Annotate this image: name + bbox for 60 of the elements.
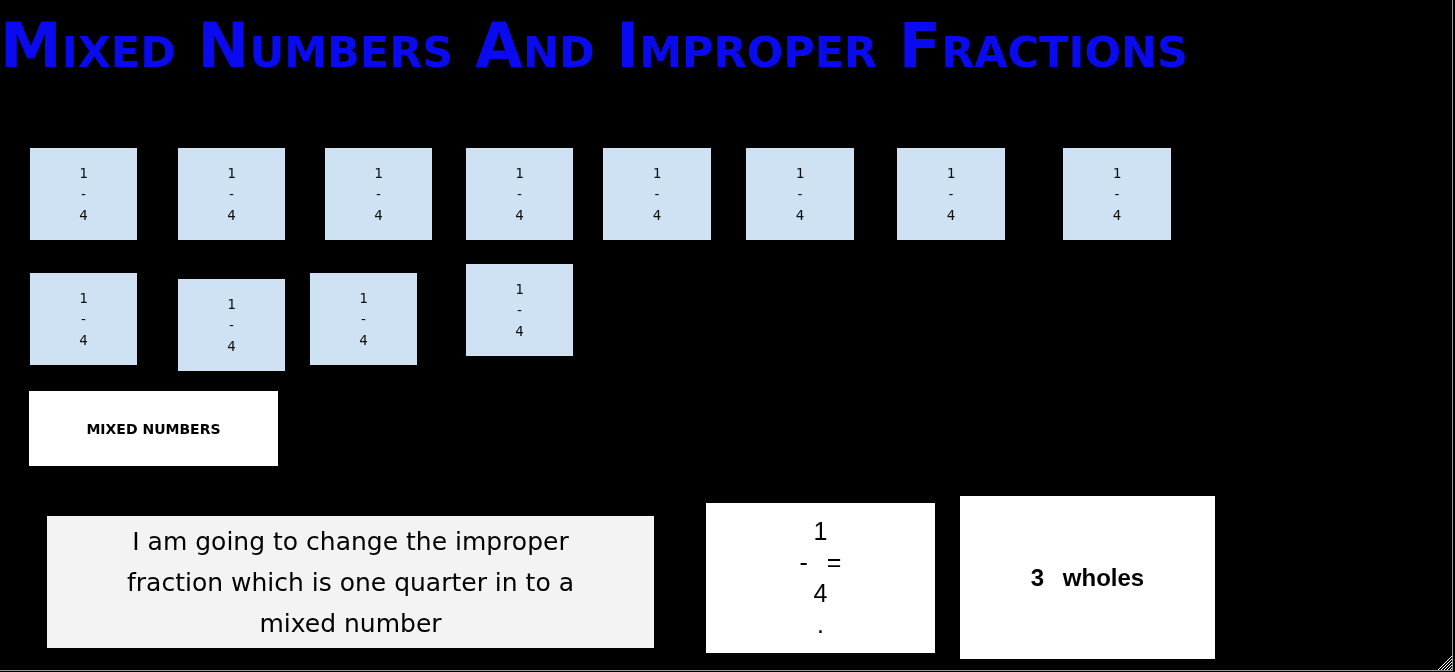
denominator-text: 4 [515,321,524,341]
fraction-dash-text: - [227,315,236,335]
fraction-tile [746,148,854,240]
denominator-text: 4 [359,330,368,350]
goal-sentence: I am going to change the improper fraction which is one quarter in to a mixed number [126,525,575,640]
numerator-text: 1 [79,288,88,308]
fraction-tile [1063,148,1171,240]
fraction-tile [897,148,1005,240]
denominator-text: 4 [79,205,88,225]
fraction-dash-text: - [374,184,383,204]
denominator-text: 4 [227,336,236,356]
denominator-text: 4 [79,330,88,350]
fraction-tile [30,148,137,240]
fraction-tile [178,148,285,240]
sentence-card [47,516,654,648]
fraction-dash-text: - [79,184,88,204]
numerator-text: 1 [227,163,236,183]
fraction-tile [466,264,573,356]
numerator-text: 1 [359,288,368,308]
fraction-tile [178,279,285,371]
fraction-tile [466,148,573,240]
fraction-tile [325,148,432,240]
fraction-dash-text: - [515,300,524,320]
numerator-text: 1 [515,163,524,183]
numerator-text: 1 [374,163,383,183]
denominator-text: 4 [515,205,524,225]
heading-card [29,391,278,466]
fraction-dash-text: - [227,184,236,204]
fraction-tile [30,273,137,365]
numerator-text: 1 [227,294,236,314]
fraction-tile [603,148,711,240]
numerator-text: 1 [79,163,88,183]
denominator-text: 4 [795,205,805,225]
answer-card [960,496,1215,659]
heading-text: MIXED NUMBERS [86,420,221,437]
fraction-dash-text: - [1112,184,1122,204]
numerator-text: 1 [515,279,524,299]
fraction-dash-text: - [652,184,662,204]
numerator-text: 1 [652,163,662,183]
equation-card [706,503,935,653]
period-text: . [817,609,824,640]
denominator-text: 4 [813,578,828,609]
denominator-text: 4 [227,205,236,225]
denominator-text: 4 [652,205,662,225]
denominator-text: 4 [374,205,383,225]
page-title: Mixed Numbers And Improper Fractions [0,8,1188,84]
numerator-text: 1 [813,516,828,547]
denominator-text: 4 [1112,205,1122,225]
fraction-dash-text: - [79,309,88,329]
fraction-dash-text: - [359,309,368,329]
fraction-dash-text: - [515,184,524,204]
numerator-text: 1 [1112,163,1122,183]
fraction-dash-text: - [795,184,805,204]
numerator-text: 1 [946,163,956,183]
fraction-dash-text: - [946,184,956,204]
numerator-text: 1 [795,163,805,183]
answer-text: 3 wholes [1030,563,1145,592]
denominator-text: 4 [946,205,956,225]
dash-equals-text: - = [799,547,842,578]
fraction-tile [310,273,417,365]
